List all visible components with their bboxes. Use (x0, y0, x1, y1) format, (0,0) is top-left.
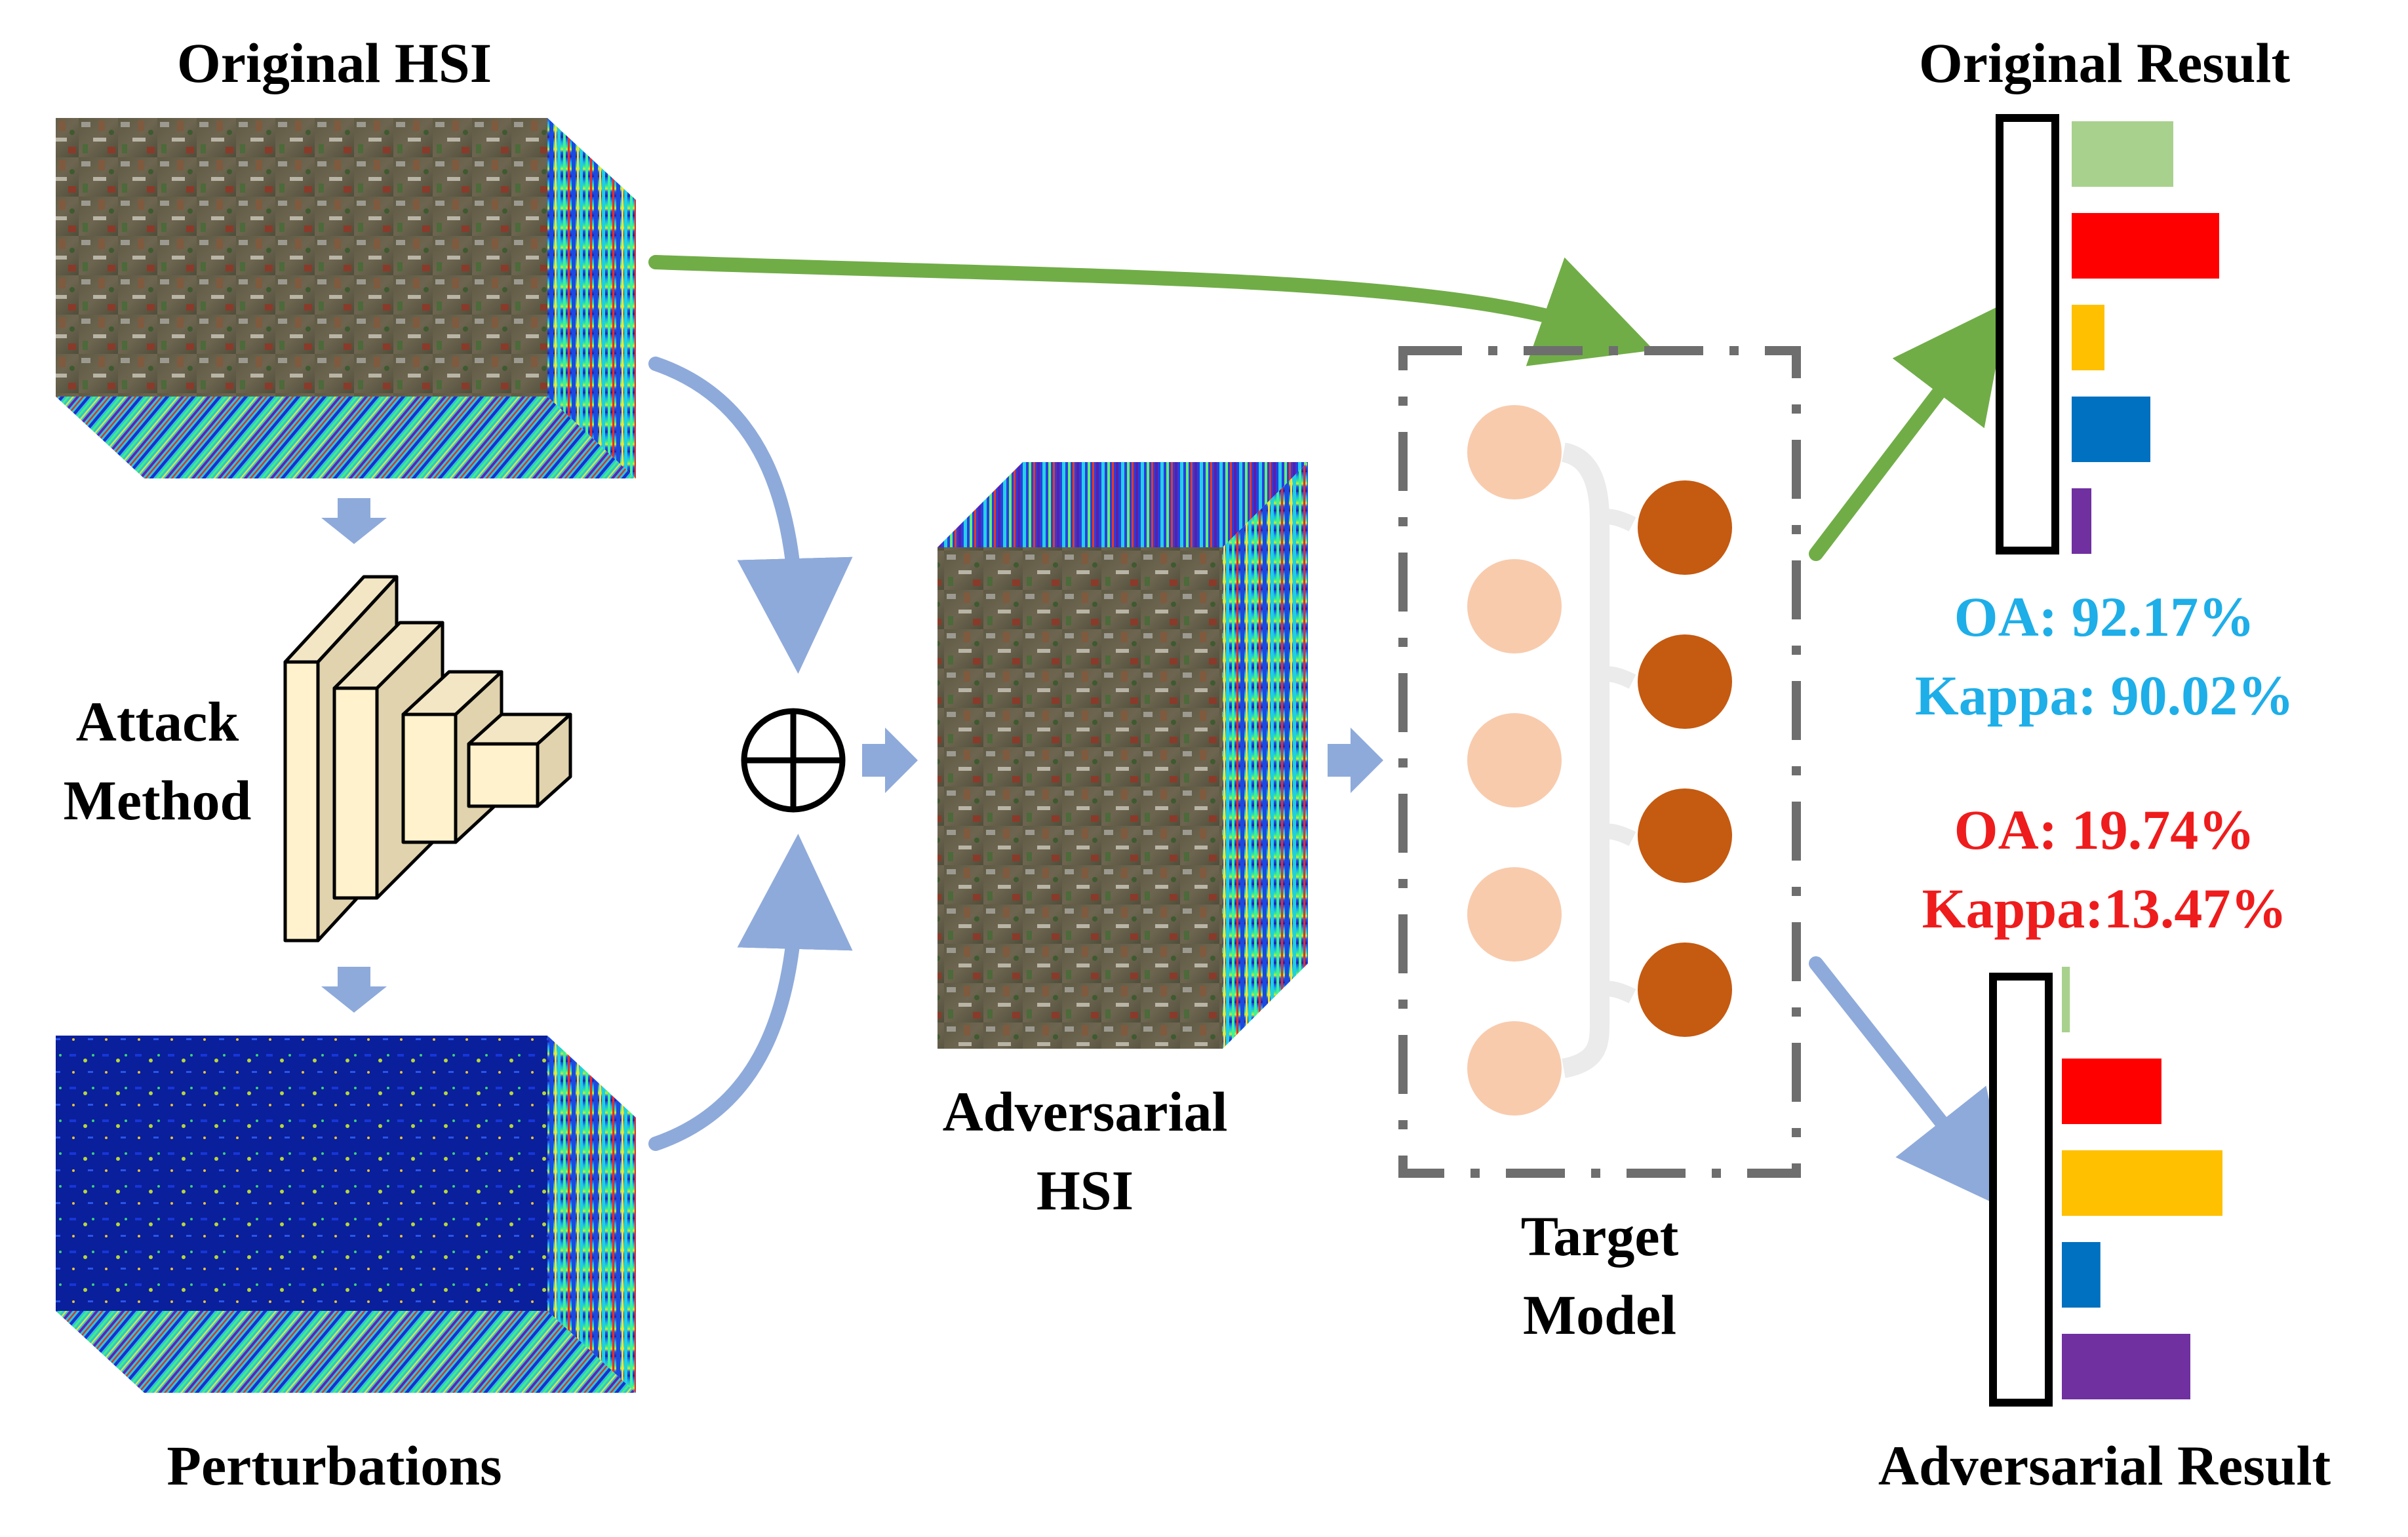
curve-arrow-perturbation-to-xor (648, 834, 853, 1151)
perturbations-label: Perturbations (167, 1434, 502, 1497)
original-hsi-image (56, 118, 547, 397)
original-hsi-bottom-face (56, 397, 636, 478)
original-hsi-cube (56, 118, 636, 478)
xor-symbol (741, 708, 846, 813)
green-arrow-to-original-result (1809, 302, 2009, 561)
output-node (1638, 480, 1732, 575)
input-node (1467, 559, 1562, 653)
down-arrow-top (321, 498, 387, 544)
input-node (1467, 867, 1562, 962)
original-kappa-value: Kappa: 90.02% (1915, 664, 2294, 727)
output-node (1638, 634, 1732, 729)
adversarial-hsi-label-line1: Adversarial (943, 1080, 1228, 1143)
input-node (1467, 1021, 1562, 1116)
original-result-bars (2072, 121, 2219, 554)
adversarial-hsi-image (938, 547, 1223, 1049)
adversarial-hsi-cube (938, 462, 1308, 1049)
adversarial-hsi-label-line2: HSI (1036, 1159, 1134, 1222)
adversarial-result-bar-2 (2062, 1059, 2161, 1124)
adversarial-result-bars (2062, 967, 2222, 1399)
attack-method-label-line1: Attack (76, 690, 239, 753)
output-node (1638, 943, 1732, 1037)
attack-method-label-line2: Method (64, 769, 252, 832)
target-model-box (1398, 346, 1801, 1178)
down-arrow-bottom (321, 967, 387, 1013)
input-node (1467, 405, 1562, 499)
original-oa-value: OA: 92.17% (1954, 585, 2255, 648)
model-connection-bracket (1561, 442, 1609, 1078)
blue-arrow-to-adversarial-result (1809, 956, 2013, 1213)
original-result-bar-2 (2072, 213, 2219, 279)
target-model-label-line1: Target (1521, 1205, 1679, 1268)
original-result-bar-3 (2072, 305, 2104, 370)
output-nodes (1638, 480, 1732, 1037)
arrow-xor-to-adversarial (862, 728, 918, 793)
target-model-label-line2: Model (1523, 1283, 1676, 1346)
input-nodes (1467, 405, 1562, 1116)
output-node (1638, 788, 1732, 883)
perturbations-bottom-face (56, 1311, 636, 1393)
perturbations-cube (56, 1036, 636, 1393)
adversarial-kappa-value: Kappa:13.47% (1922, 877, 2287, 940)
perturbations-image (56, 1036, 547, 1311)
original-result-bar-4 (2072, 397, 2150, 462)
perturbations-side-face (547, 1036, 636, 1393)
original-result-frame (1996, 114, 2059, 554)
adversarial-result-frame (1989, 973, 2053, 1407)
original-result-label: Original Result (1919, 31, 2291, 94)
adversarial-result-bar-4 (2062, 1242, 2101, 1308)
original-hsi-side-face (547, 118, 636, 478)
original-result-bar-1 (2072, 121, 2173, 187)
arrow-adversarial-to-model (1328, 728, 1383, 793)
adversarial-hsi-top-face (938, 462, 1308, 547)
adversarial-result-bar-3 (2062, 1150, 2222, 1216)
original-result-bar-5 (2072, 488, 2091, 554)
attack-method-network (283, 575, 572, 943)
input-node (1467, 713, 1562, 807)
adversarial-oa-value: OA: 19.74% (1954, 798, 2255, 861)
adversarial-result-bar-5 (2062, 1334, 2190, 1399)
adversarial-hsi-side-face (1223, 462, 1308, 1049)
green-arrow-original-to-model (648, 255, 1654, 366)
adversarial-result-label: Adversarial Result (1878, 1434, 2331, 1497)
curve-arrow-original-to-xor (648, 357, 853, 674)
original-hsi-label: Original HSI (177, 31, 492, 94)
adversarial-result-bar-1 (2062, 967, 2070, 1032)
